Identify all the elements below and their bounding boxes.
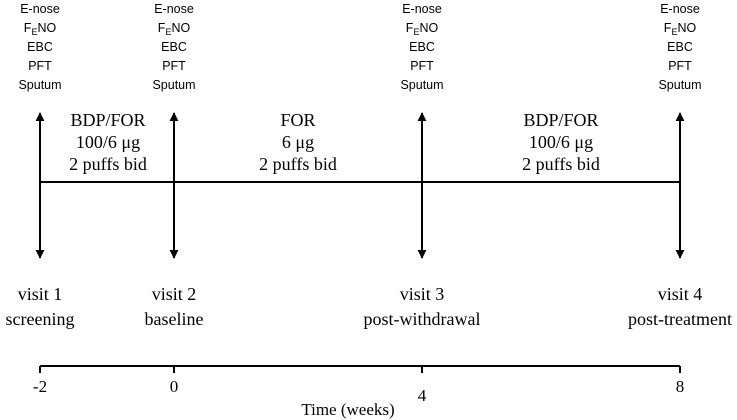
measure-pft: PFT bbox=[668, 59, 692, 73]
visit-name: visit 4 bbox=[658, 284, 703, 304]
measure-feno: FENO bbox=[664, 21, 697, 37]
treatment-period-2: FOR 6 μg 2 puffs bid bbox=[259, 110, 337, 174]
measure-feno: FENO bbox=[406, 21, 439, 37]
measure-sputum: Sputum bbox=[400, 78, 443, 92]
time-tick-label: 8 bbox=[676, 377, 685, 396]
visit-name: visit 1 bbox=[18, 284, 63, 304]
visit-description: screening bbox=[6, 309, 75, 329]
measure-enose: E-nose bbox=[660, 2, 700, 16]
measure-enose: E-nose bbox=[154, 2, 194, 16]
visit-description: baseline bbox=[145, 309, 204, 329]
treatment-regimen: 2 puffs bid bbox=[522, 154, 600, 174]
treatment-dose: 6 μg bbox=[282, 132, 314, 152]
measure-feno: FENO bbox=[24, 21, 57, 37]
measure-enose: E-nose bbox=[402, 2, 442, 16]
measure-sputum: Sputum bbox=[18, 78, 61, 92]
time-tick-label: 0 bbox=[170, 377, 179, 396]
measure-enose: E-nose bbox=[20, 2, 60, 16]
measure-pft: PFT bbox=[410, 59, 434, 73]
visit-name: visit 3 bbox=[400, 284, 445, 304]
treatment-drug: BDP/FOR bbox=[70, 110, 145, 130]
visit-label-2: visit 2 baseline bbox=[145, 284, 204, 329]
time-tick-labels: -2 0 4 8 bbox=[33, 377, 684, 405]
measure-sputum: Sputum bbox=[658, 78, 701, 92]
treatment-period-3: BDP/FOR 100/6 μg 2 puffs bid bbox=[522, 110, 600, 174]
measure-ebc: EBC bbox=[27, 40, 53, 54]
treatment-dose: 100/6 μg bbox=[76, 132, 140, 152]
visit-description: post-treatment bbox=[628, 309, 732, 329]
treatment-drug: BDP/FOR bbox=[523, 110, 598, 130]
treatment-regimen: 2 puffs bid bbox=[259, 154, 337, 174]
visit-name: visit 2 bbox=[152, 284, 197, 304]
measurements-visit-1: E-nose FENO EBC PFT Sputum bbox=[18, 2, 61, 92]
measure-pft: PFT bbox=[28, 59, 52, 73]
visit-label-4: visit 4 post-treatment bbox=[628, 284, 732, 329]
visit-description: post-withdrawal bbox=[364, 309, 481, 329]
measure-feno: FENO bbox=[158, 21, 191, 37]
treatment-drug: FOR bbox=[280, 110, 315, 130]
treatment-dose: 100/6 μg bbox=[529, 132, 593, 152]
visit-label-3: visit 3 post-withdrawal bbox=[364, 284, 481, 329]
measure-ebc: EBC bbox=[667, 40, 693, 54]
treatment-regimen: 2 puffs bid bbox=[69, 154, 147, 174]
measure-ebc: EBC bbox=[409, 40, 435, 54]
time-tick-label: 4 bbox=[418, 386, 427, 405]
measure-ebc: EBC bbox=[161, 40, 187, 54]
measure-pft: PFT bbox=[162, 59, 186, 73]
measure-sputum: Sputum bbox=[152, 78, 195, 92]
visit-label-1: visit 1 screening bbox=[6, 284, 75, 329]
time-tick-label: -2 bbox=[33, 377, 47, 396]
measurements-visit-3: E-nose FENO EBC PFT Sputum bbox=[400, 2, 443, 92]
measurements-visit-2: E-nose FENO EBC PFT Sputum bbox=[152, 2, 195, 92]
time-axis-title: Time (weeks) bbox=[301, 400, 394, 419]
treatment-period-1: BDP/FOR 100/6 μg 2 puffs bid bbox=[69, 110, 147, 174]
measurements-visit-4: E-nose FENO EBC PFT Sputum bbox=[658, 2, 701, 92]
